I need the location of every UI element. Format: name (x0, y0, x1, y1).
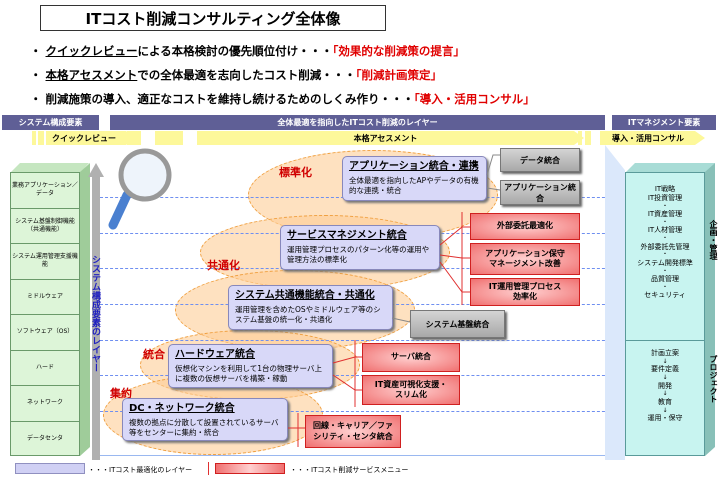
layer-box-hardware: ハードウェア統合仮想化マシンを利用して1台の物理サーバ上に複数の仮想サーバを構築… (168, 344, 333, 388)
mgmt-item: 教育 (658, 397, 672, 406)
stack-top (10, 163, 89, 173)
header-cost-layer: 全体最適を指向したITコスト削減のレイヤー (110, 115, 605, 130)
phase-assessment: 本格アセスメント (197, 131, 574, 145)
layer-divider (95, 340, 625, 341)
phase-stripe (32, 131, 36, 145)
level-consolidation: 集約 (110, 387, 132, 400)
mgmt-item: IT投資管理 (647, 193, 683, 202)
legend-menu-label: ・・・ITコスト削減サービスメニュー (290, 466, 409, 474)
mgmt-item: ・ (661, 283, 668, 291)
mgmt-side (705, 163, 715, 456)
mgmt-item: 要件定義 (651, 365, 679, 374)
level-commonization: 共通化 (207, 259, 240, 272)
up-arrow-icon (88, 163, 104, 460)
mgmt-item: ↓ (662, 357, 668, 365)
page-title: ITコスト削減コンサルティング全体像 (40, 5, 386, 31)
system-stack: 業務アプリケーション／データ システム基盤制御機能（共通機能） システム運用管理… (10, 172, 80, 456)
level-integration: 統合 (143, 348, 165, 361)
legend-layer-swatch (15, 463, 85, 474)
bullet-1: ・ クイックレビューによる本格検討の優先順位付け・・・「効果的な削減策の提言」 (30, 44, 465, 58)
mgmt-item: ・ (661, 251, 668, 259)
legend-divider (208, 462, 209, 475)
stack-item: ミドルウェア (11, 280, 79, 315)
header-it-management: ITマネジメント要素 (612, 115, 716, 130)
legend-menu-swatch (215, 463, 285, 474)
mgmt-item: ↓ (662, 390, 668, 398)
phase-arrow (695, 131, 705, 145)
mgmt-item: ・ (661, 218, 668, 226)
baseline (95, 455, 625, 456)
system-base-integration-box: システム基盤統合 (410, 310, 505, 338)
mgmt-item: 運用・保守 (647, 414, 683, 422)
mgmt-item: 開発 (658, 381, 672, 390)
stack-item: ネットワーク (11, 386, 79, 422)
stack-item: ハード (11, 351, 79, 386)
layer-divider (95, 375, 625, 376)
phase-stripe (155, 131, 183, 145)
header-system-elements: システム構成要素 (2, 115, 99, 130)
mgmt-item: ↓ (662, 374, 668, 381)
layer-box-system-common: システム共通機能統合・共通化運用管理を含めたOSやミドルウェア等のシステム基盤の… (228, 285, 393, 330)
menu-line-facility: 回線・キャリア／ファシリティ・センタ統合 (305, 415, 401, 448)
phase-stripe (38, 131, 44, 145)
mgmt-project-list: 計画立案↓要件定義↓開発↓教育↓運用・保守 (626, 341, 704, 423)
phase-quick-review: クイックレビュー (46, 131, 126, 145)
mgmt-item: IT戦略 (654, 185, 676, 193)
mgmt-item: ・ (661, 235, 668, 242)
stack-item: 業務アプリケーション／データ (11, 173, 79, 209)
mgmt-label-planning: 企画・管理 (709, 220, 718, 260)
phase-stripe (585, 131, 591, 145)
mgmt-item: ↓ (662, 406, 668, 414)
stack-side (80, 163, 90, 456)
stack-item: システム基盤制御機能（共通機能） (11, 209, 79, 244)
mgmt-top (625, 163, 715, 173)
fan-connector (605, 145, 625, 460)
phase-consult: 導入・活用コンサル (600, 131, 695, 145)
stack-item: ソフトウェア（OS） (11, 315, 79, 351)
app-integration-box: アプリケーション統合 (500, 180, 580, 205)
stack-item: システム運用管理支援機能 (11, 244, 79, 280)
layer-box-dc-network: DC・ネットワーク統合複数の拠点に分散して設置されているサーバ等をセンターに集約… (122, 398, 288, 441)
mgmt-item: システム開発標準 (637, 258, 693, 267)
mgmt-item: 外部委託先管理 (640, 242, 690, 251)
menu-outsourcing: 外部委託最適化 (470, 213, 580, 240)
phase-stripe (578, 131, 582, 145)
menu-server-integration: サーバ統合 (362, 343, 460, 372)
level-standardization: 標準化 (279, 166, 312, 179)
layer-divider (95, 411, 625, 412)
layer-box-service-management: サービスマネジメント統合運用管理プロセスのパターン化等の運用や管理方法の標準化 (280, 225, 440, 270)
bullet-3: ・ 削減施策の導入、適正なコストを維持し続けるためのしくみ作り・・・「導入・活用… (30, 92, 535, 106)
menu-it-operations: IT運用管理プロセス効率化 (470, 278, 580, 306)
menu-app-maintenance: アプリケーション保守マネージメント改善 (470, 243, 580, 275)
legend-layer-label: ・・・ITコスト最適化のレイヤー (88, 466, 193, 474)
menu-it-asset: IT資産可視化支援・スリム化 (362, 375, 460, 405)
layer-box-app-integration: アプリケーション統合・連携全体最適を指向したAPやデータの有機的な連携・統合 (342, 156, 487, 201)
data-integration-box: データ統合 (500, 148, 580, 172)
layer-arrow-label: システム構成要素のレイヤー (90, 255, 100, 372)
mgmt-item: ・ (661, 202, 668, 210)
phase-stripe (127, 131, 141, 145)
mgmt-label-project: プロジェクト (709, 355, 718, 403)
mgmt-item: ・ (661, 267, 668, 275)
mgmt-item: 品質管理 (651, 275, 679, 283)
mgmt-item: IT資産管理 (647, 210, 683, 218)
mgmt-item: 計画立案 (651, 349, 679, 357)
stack-item: データセンタ (26, 435, 63, 443)
mgmt-item: セキュリティ (644, 291, 686, 300)
magnifier-icon (108, 148, 172, 230)
mgmt-item: IT人材管理 (647, 226, 683, 235)
bullet-2: ・ 本格アセスメントでの全体最適を志向したコスト削減・・・「削減計画策定」 (30, 68, 443, 82)
